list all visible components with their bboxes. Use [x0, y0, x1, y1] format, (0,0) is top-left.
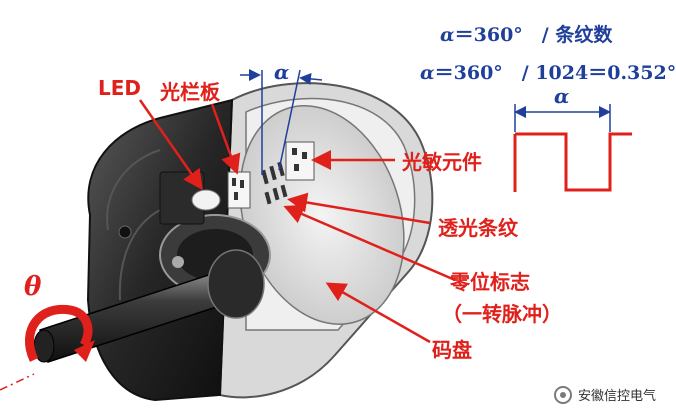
formula-alpha-2: α — [420, 62, 435, 84]
label-grating-plate: 光栏板 — [160, 76, 220, 105]
label-led: LED — [98, 76, 141, 100]
formula-alpha-1: α — [440, 24, 455, 46]
formula-text-1: ＝360° / 条纹数 — [455, 24, 613, 46]
label-photo-element: 光敏元件 — [402, 146, 482, 175]
pulse-waveform — [515, 104, 632, 192]
label-code-disk: 码盘 — [432, 334, 472, 363]
wechat-icon — [554, 386, 572, 404]
watermark-text: 安徽信控电气 — [578, 385, 656, 404]
label-zero-mark: 零位标志 — [450, 266, 530, 295]
formula-line-2: α＝360° / 1024＝0.352° — [420, 58, 676, 85]
watermark: 安徽信控电气 — [554, 385, 656, 404]
label-transparent-stripe: 透光条纹 — [438, 212, 518, 241]
photo-element — [286, 142, 314, 180]
led — [192, 190, 220, 210]
grating-plate — [228, 172, 250, 208]
label-pulse-alpha: α — [554, 84, 569, 108]
label-theta: θ — [24, 272, 41, 302]
formula-line-1: α＝360° / 条纹数 — [440, 20, 612, 47]
formula-text-2: ＝360° / 1024＝0.352° — [435, 62, 676, 84]
label-alpha-top: α — [274, 60, 289, 84]
label-one-pulse: （一转脉冲） — [442, 298, 562, 327]
